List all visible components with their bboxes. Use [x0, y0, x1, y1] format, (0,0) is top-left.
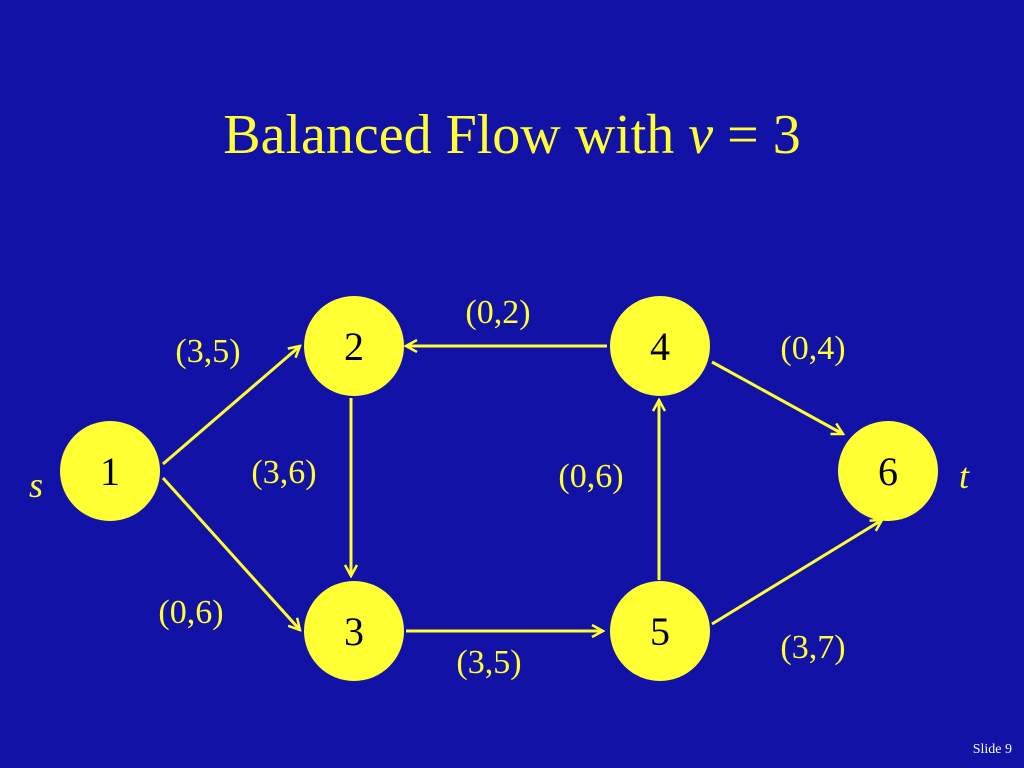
- sink-label: t: [959, 456, 970, 496]
- edge-1-3: [161, 476, 300, 630]
- edge-label-5-4: (0,6): [558, 458, 623, 495]
- node-2: 2: [304, 296, 404, 396]
- title-variable: v: [688, 104, 714, 166]
- node-6: 6: [838, 421, 938, 521]
- node-3-label: 3: [344, 609, 364, 654]
- edge-label-4-6: (0,4): [780, 330, 845, 367]
- node-6-label: 6: [878, 449, 898, 494]
- edge-label-1-3: (0,6): [158, 594, 223, 631]
- edge-1-2: [162, 346, 300, 466]
- node-4-label: 4: [650, 324, 670, 369]
- node-4: 4: [610, 296, 710, 396]
- source-label: s: [29, 465, 43, 505]
- title-suffix: = 3: [713, 104, 801, 166]
- slide-title: Balanced Flow with v = 3: [0, 100, 1024, 170]
- node-5-label: 5: [650, 609, 670, 654]
- node-1-label: 1: [100, 449, 120, 494]
- node-3: 3: [304, 581, 404, 681]
- edge-label-5-6: (3,7): [780, 629, 845, 666]
- edge-label-3-5: (3,5): [456, 644, 521, 681]
- node-5: 5: [610, 581, 710, 681]
- slide-number: Slide 9: [972, 742, 1012, 757]
- edge-label-2-3: (3,6): [251, 454, 316, 491]
- node-2-label: 2: [344, 324, 364, 369]
- edge-label-1-2: (3,5): [175, 333, 240, 370]
- edge-4-6: [711, 360, 843, 436]
- edge-label-4-2: (0,2): [465, 294, 530, 331]
- title-prefix: Balanced Flow with: [223, 104, 689, 166]
- edge-5-6: [711, 520, 882, 626]
- node-1: 1: [60, 421, 160, 521]
